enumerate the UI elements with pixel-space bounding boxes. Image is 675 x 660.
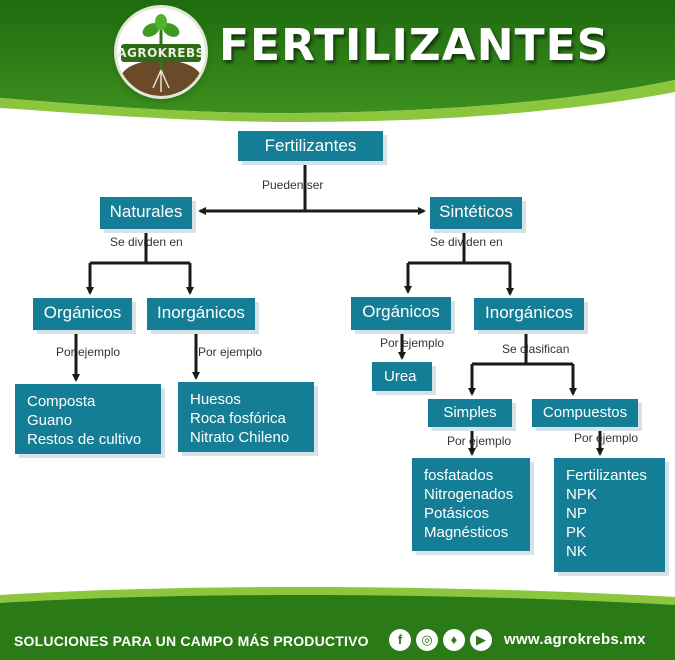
label-se-dividen-naturales: Se dividen en: [110, 235, 183, 249]
label-se-dividen-sinteticos: Se dividen en: [430, 235, 503, 249]
list-sinteticos-organicos: Urea: [372, 362, 432, 391]
list-item: NK: [566, 543, 587, 560]
list-item: Fertilizantes: [566, 467, 647, 484]
facebook-icon[interactable]: f: [389, 629, 411, 651]
list-item: Huesos: [190, 391, 241, 408]
label-por-ejemplo: Por ejemplo: [56, 345, 121, 359]
youtube-icon[interactable]: ▶: [470, 629, 492, 651]
node-sinteticos: Sintéticos: [430, 197, 522, 229]
list-item: NP: [566, 505, 587, 522]
node-sinteticos-inorganicos: Inorgánicos: [474, 298, 584, 330]
list-simples: fosfatados Nitrogenados Potásicos Magnés…: [412, 458, 530, 551]
footer-slogan: SOLUCIONES PARA UN CAMPO MÁS PRODUCTIVO: [14, 633, 369, 649]
list-item: Composta: [27, 393, 96, 410]
label-por-ejemplo: Por ejemplo: [447, 434, 512, 448]
logo-band: [121, 44, 201, 62]
website-link[interactable]: www.agrokrebs.mx: [504, 631, 646, 648]
label-por-ejemplo: Por ejemplo: [574, 431, 639, 445]
list-item: PK: [566, 524, 587, 541]
list-item: Nitrato Chileno: [190, 429, 290, 446]
list-compuestos: Fertilizantes NPK NP PK NK: [554, 458, 665, 572]
list-item: Restos de cultivo: [27, 431, 142, 448]
list-naturales-organicos: Composta Guano Restos de cultivo: [15, 384, 161, 454]
label-por-ejemplo: Por ejemplo: [198, 345, 263, 359]
list-item: fosfatados: [424, 467, 494, 484]
list-naturales-inorganicos: Huesos Roca fosfórica Nitrato Chileno: [178, 382, 314, 452]
page-title: FERTILIZANTES: [219, 20, 610, 71]
list-item: Urea: [384, 368, 417, 385]
node-naturales: Naturales: [100, 197, 192, 229]
node-compuestos: Compuestos: [532, 399, 638, 427]
agrokrebs-logo: AGROKREBS: [117, 8, 205, 96]
label-se-clasifican: Se clasifican: [502, 342, 570, 356]
label-por-ejemplo: Por ejemplo: [380, 336, 445, 350]
list-item: Nitrogenados: [424, 486, 514, 503]
list-item: Roca fosfórica: [190, 410, 286, 427]
logo-brand-text: AGROKREBS: [117, 46, 205, 60]
twitter-icon[interactable]: ♦: [443, 629, 465, 651]
node-naturales-organicos: Orgánicos: [33, 298, 132, 330]
list-item: Magnésticos: [424, 524, 509, 541]
node-naturales-inorganicos: Inorgánicos: [147, 298, 255, 330]
list-item: Guano: [27, 412, 73, 429]
node-simples: Simples: [428, 399, 512, 427]
list-item: Potásicos: [424, 505, 490, 522]
label-pueden-ser: Pueden ser: [262, 178, 324, 192]
instagram-icon[interactable]: ◎: [416, 629, 438, 651]
list-item: NPK: [566, 486, 597, 503]
node-sinteticos-organicos: Orgánicos: [351, 297, 451, 330]
node-fertilizantes: Fertilizantes: [238, 131, 383, 161]
footer-banner: [0, 587, 675, 660]
